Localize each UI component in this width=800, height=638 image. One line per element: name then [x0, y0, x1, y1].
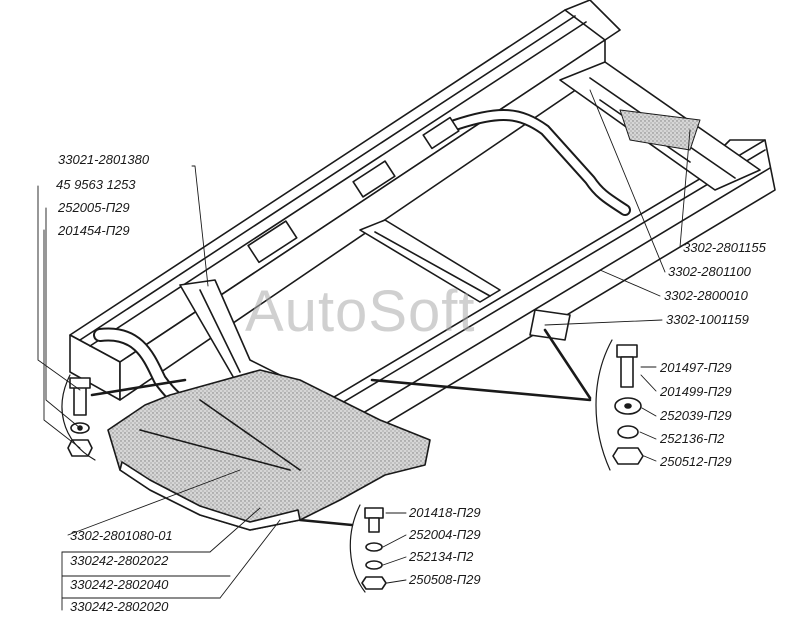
- label-252005-p29: 252005-П29: [58, 200, 130, 215]
- bottom-fasteners: [361, 507, 387, 590]
- label-250512-p29: 250512-П29: [660, 454, 732, 469]
- label-3302-2801100: 3302-2801100: [668, 264, 751, 279]
- watermark: AutoSoft: [245, 279, 476, 344]
- label-33021-2801380: 33021-2801380: [58, 152, 150, 167]
- label-3302-2801080-01: 3302-2801080-01: [70, 528, 173, 543]
- label-250508-p29: 250508-П29: [409, 572, 481, 587]
- label-201497-p29: 201497-П29: [660, 360, 732, 375]
- label-330242-2802020: 330242-2802020: [70, 599, 169, 614]
- rail-gussets: [247, 116, 460, 264]
- right-fasteners: [612, 344, 644, 465]
- label-3302-1001159: 3302-1001159: [666, 312, 749, 327]
- rear-crossmember: [559, 61, 761, 191]
- leader-lines: [37, 89, 691, 611]
- label-3302-2801155: 3302-2801155: [683, 240, 766, 255]
- label-3302-2800010: 3302-2800010: [664, 288, 748, 303]
- label-201418-p29: 201418-П29: [409, 505, 481, 520]
- label-201454-p29: 201454-П29: [58, 223, 130, 238]
- label-330242-2802040: 330242-2802040: [70, 577, 169, 592]
- pointer-lines: [90, 328, 592, 527]
- tubular-crossmember: [449, 109, 631, 216]
- label-252134-p2: 252134-П2: [409, 549, 474, 564]
- label-330242-2802022: 330242-2802022: [70, 553, 169, 568]
- underbody-shield: [107, 369, 431, 531]
- label-252136-p2: 252136-П2: [660, 431, 725, 446]
- label-252039-p29: 252039-П29: [660, 408, 732, 423]
- grouping-brackets: [61, 339, 613, 593]
- label-45-9563-1253: 45 9563 1253: [56, 177, 136, 192]
- label-252004-p29: 252004-П29: [409, 527, 481, 542]
- label-201499-p29: 201499-П29: [660, 384, 732, 399]
